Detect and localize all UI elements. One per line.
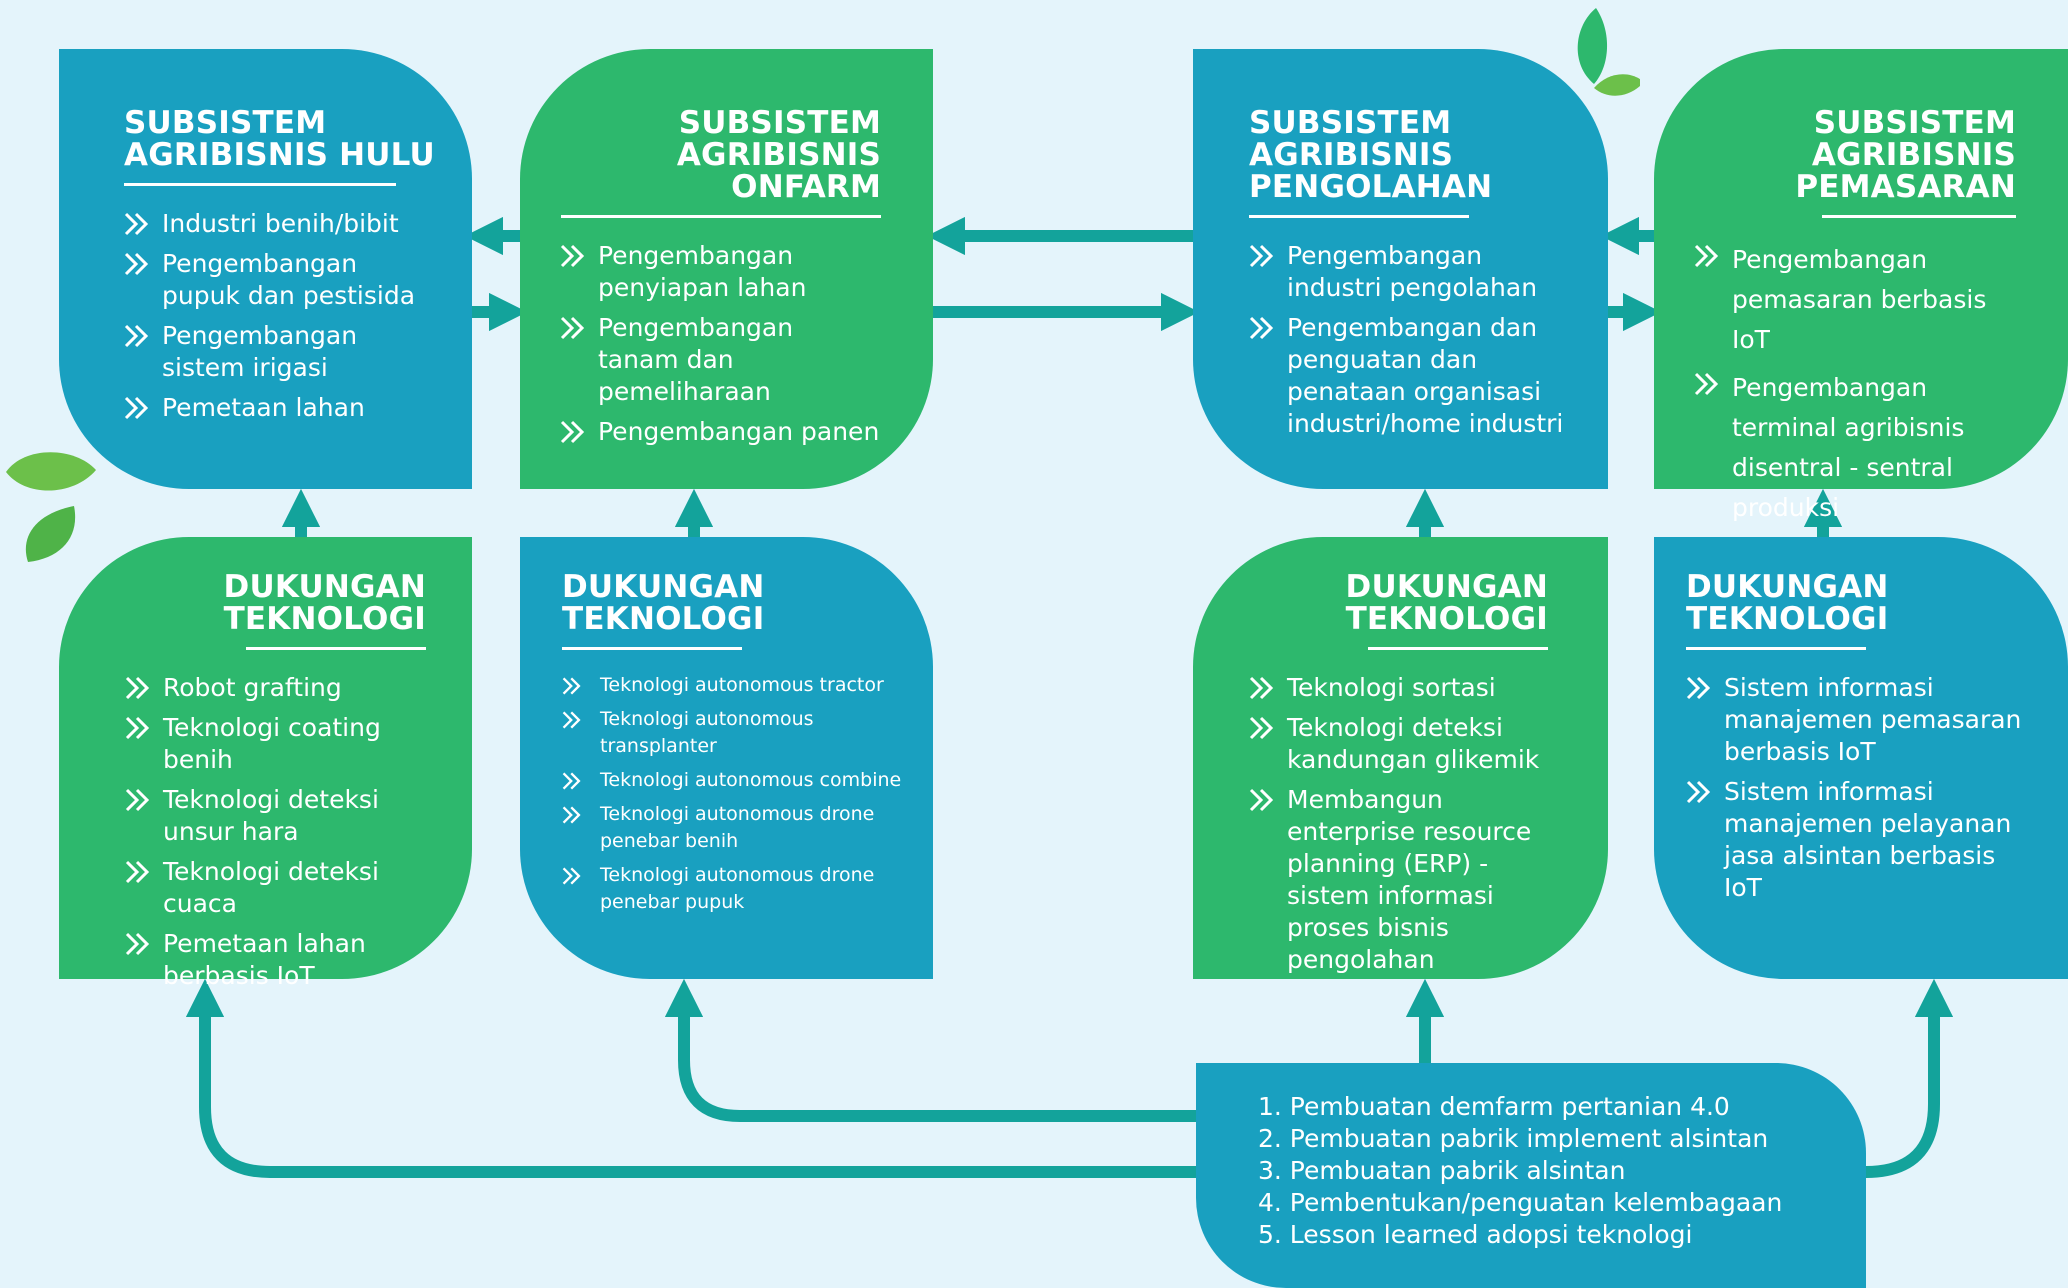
list-item: Pengembangan pupuk dan pestisida <box>124 248 442 312</box>
chevron-right-icon <box>125 860 150 884</box>
list-item: Pengembangan tanam dan pemeliharaan <box>560 312 881 408</box>
list-item: Pengembangan penyiapan lahan <box>560 240 881 304</box>
list-item: 3. Pembuatan pabrik alsintan <box>1258 1156 1626 1185</box>
chevron-right-icon <box>560 420 585 444</box>
chevron-right-icon <box>1249 716 1274 740</box>
leaf-icon <box>1577 8 1640 96</box>
chevron-right-icon <box>1249 676 1274 700</box>
title-underline <box>124 183 396 186</box>
list-item: Teknologi deteksi kandungan glikemik <box>1249 712 1548 776</box>
leaf-icon <box>6 452 96 562</box>
list-item: Teknologi autonomous transplanter <box>562 706 917 760</box>
list-item: Industri benih/bibit <box>124 208 442 240</box>
list-item: Pengembangan panen <box>560 416 881 448</box>
list-item: Sistem informasi manajemen pelayanan jas… <box>1686 776 2038 904</box>
chevron-right-icon <box>562 806 581 824</box>
list-item: 4. Pembentukan/penguatan kelembagaan <box>1258 1188 1783 1217</box>
chevron-right-icon <box>1686 676 1711 700</box>
list-item: 2. Pembuatan pabrik implement alsintan <box>1258 1124 1769 1153</box>
list-item: Teknologi deteksi cuaca <box>125 856 426 920</box>
list-item: Teknologi autonomous drone penebar pupuk <box>562 862 917 916</box>
list-item: Teknologi deteksi unsur hara <box>125 784 426 848</box>
dukungan-teknologi-1-list: Robot grafting Teknologi coating benih T… <box>125 672 426 992</box>
list-item: Sistem informasi manajemen pemasaran ber… <box>1686 672 2038 768</box>
list-item: Teknologi coating benih <box>125 712 426 776</box>
program-list: 1. Pembuatan demfarm pertanian 4.0 2. Pe… <box>1258 1091 1846 1251</box>
subsystem-pemasaran-list: Pengembangan pemasaran berbasis IoT Peng… <box>1694 240 2016 528</box>
program-box: 1. Pembuatan demfarm pertanian 4.0 2. Pe… <box>1196 1063 1866 1288</box>
chevron-right-icon <box>1694 372 1719 396</box>
list-item: Pengembangan pemasaran berbasis IoT <box>1694 240 2016 360</box>
chevron-right-icon <box>125 932 150 956</box>
list-item: Teknologi autonomous combine <box>562 767 917 794</box>
subsystem-hulu-list: Industri benih/bibit Pengembangan pupuk … <box>124 208 442 424</box>
chevron-right-icon <box>124 252 149 276</box>
chevron-right-icon <box>125 716 150 740</box>
arrow-programs-to-dukungan4 <box>1865 978 1954 1178</box>
list-item: Pemetaan lahan <box>124 392 442 424</box>
chevron-right-icon <box>1686 780 1711 804</box>
chevron-right-icon <box>1249 788 1274 812</box>
title-underline <box>1822 215 2016 218</box>
title-underline <box>246 647 426 650</box>
list-item: Teknologi autonomous drone penebar benih <box>562 801 917 855</box>
dukungan-teknologi-4-list: Sistem informasi manajemen pemasaran ber… <box>1686 672 2038 904</box>
list-item: Pengembangan sistem irigasi <box>124 320 442 384</box>
list-item: Pemetaan lahan berbasis IoT <box>125 928 426 992</box>
chevron-right-icon <box>1249 316 1274 340</box>
list-item: Pengembangan industri pengolahan <box>1249 240 1578 304</box>
chevron-right-icon <box>1249 244 1274 268</box>
list-item: Teknologi autonomous tractor <box>562 672 917 699</box>
chevron-right-icon <box>562 677 581 695</box>
chevron-right-icon <box>125 676 150 700</box>
arrow-programs-to-dukungan2 <box>664 978 1196 1122</box>
list-item: Pengembangan terminal agribisnis disentr… <box>1694 368 2016 528</box>
dukungan-teknologi-3-list: Teknologi sortasi Teknologi deteksi kand… <box>1249 672 1548 976</box>
list-item: Robot grafting <box>125 672 426 704</box>
chevron-right-icon <box>125 788 150 812</box>
title-underline <box>1368 647 1548 650</box>
title-underline <box>561 215 881 218</box>
title-underline <box>562 647 742 650</box>
dukungan-teknologi-2-list: Teknologi autonomous tractor Teknologi a… <box>562 672 917 916</box>
chevron-right-icon <box>560 316 585 340</box>
subsystem-onfarm-list: Pengembangan penyiapan lahan Pengembanga… <box>560 240 881 448</box>
title-underline <box>1686 647 1866 650</box>
list-item: Teknologi sortasi <box>1249 672 1548 704</box>
chevron-right-icon <box>562 711 581 729</box>
list-item: 5. Lesson learned adopsi teknologi <box>1258 1220 1693 1249</box>
chevron-right-icon <box>124 212 149 236</box>
chevron-right-icon <box>562 867 581 885</box>
chevron-right-icon <box>124 396 149 420</box>
chevron-right-icon <box>562 772 581 790</box>
chevron-right-icon <box>560 244 585 268</box>
subsystem-pengolahan-list: Pengembangan industri pengolahan Pengemb… <box>1249 240 1578 440</box>
list-item: Pengembangan dan penguatan dan penataan … <box>1249 312 1578 440</box>
chevron-right-icon <box>1694 244 1719 268</box>
arrow-programs-to-dukungan1 <box>185 978 1196 1178</box>
title-underline <box>1249 215 1469 218</box>
list-item: Membangun enterprise resource planning (… <box>1249 784 1548 976</box>
list-item: 1. Pembuatan demfarm pertanian 4.0 <box>1258 1092 1730 1121</box>
chevron-right-icon <box>124 324 149 348</box>
